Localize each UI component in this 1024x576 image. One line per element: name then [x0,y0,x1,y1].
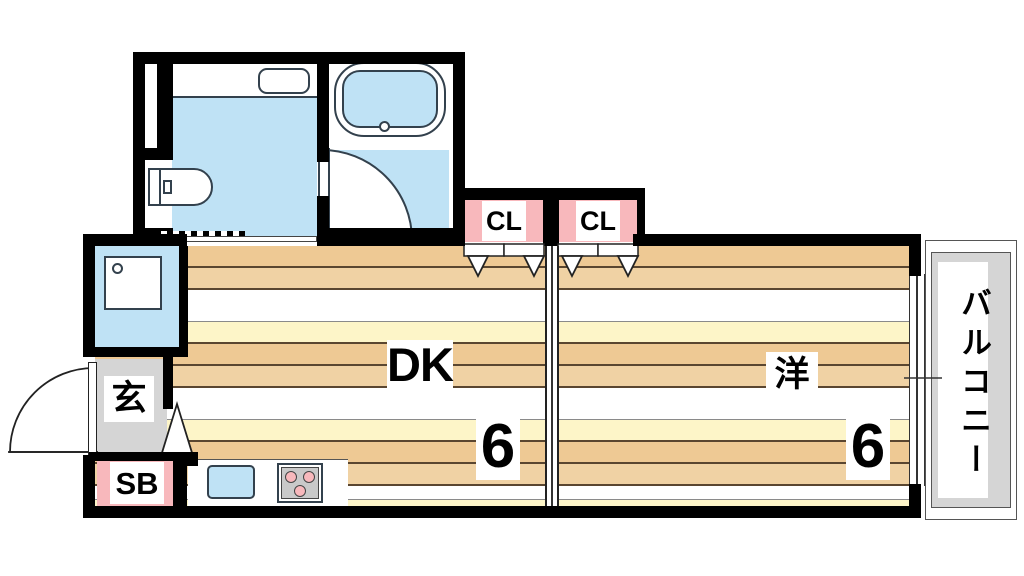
wall-main-left-upper [83,234,95,357]
kitchen-sink [207,465,255,499]
toilet-tank [148,168,161,206]
closet-divider-wall [543,188,559,246]
floor-band [95,344,920,366]
toilet-lever [163,180,172,194]
balcony-label: バルコニー [955,286,991,482]
floor-band [95,322,920,344]
stove-burner-icon [285,471,297,483]
entry-door-leaf[interactable] [88,362,97,456]
wall-washbay-right [179,246,188,347]
floor-band [95,366,920,388]
wall-main-right-upper [909,246,921,276]
divider-track-line [551,246,553,518]
wall-upper-right [453,52,465,240]
room-label-dk: DK [387,337,454,391]
room-label-washitsu: 洋 [766,352,818,398]
wall-main-top-left [83,234,187,246]
window-track-line [916,274,918,486]
vanity-basin [258,68,310,94]
room-size-dk: 6 [476,414,520,480]
wall-main-bottom [83,506,921,518]
genkan-label: 玄 [104,376,154,422]
wall-bath-divider [317,52,329,162]
shoe-box-label: SB [110,462,164,504]
wall-kitchen-stub [186,452,198,466]
wall-main-right-lower [909,484,921,518]
stove-burner-icon [303,471,315,483]
window-open-marker-icon [904,377,942,379]
bathtub-drain-icon [379,121,390,132]
balcony-label-box [938,262,988,498]
closet-door-arrows-icon [463,243,640,279]
wall-washbay-bottom [95,347,188,357]
wall-main-top-mid [317,234,465,246]
washroom-threshold [155,231,245,236]
entry-door-swing-icon[interactable] [8,366,104,458]
wall-niche-bottom [142,148,173,160]
closet-right-label: CL [576,201,620,241]
floor-band [95,246,920,268]
bathtub-basin [342,70,438,128]
wall-shoebox-right [173,452,187,512]
genkan-step-arrow-icon [159,400,195,457]
wall-niche-inner [157,62,173,148]
bathroom-door-swing-icon [321,148,414,241]
stove-burner-icon [294,485,306,497]
wall-main-left-lower [83,455,95,518]
wall-upper-left [133,52,145,240]
room-size-washitsu: 6 [846,414,890,480]
wall-genkan-right [163,357,173,409]
floor-band [95,290,920,322]
wall-niche [142,62,157,148]
floor-band [95,268,920,290]
wall-upper-top [133,52,465,64]
wall-genkan-bottom [89,452,187,461]
closet-left-label: CL [482,201,526,241]
washing-machine-dial-icon [112,263,123,274]
wall-main-top-right [633,234,921,246]
